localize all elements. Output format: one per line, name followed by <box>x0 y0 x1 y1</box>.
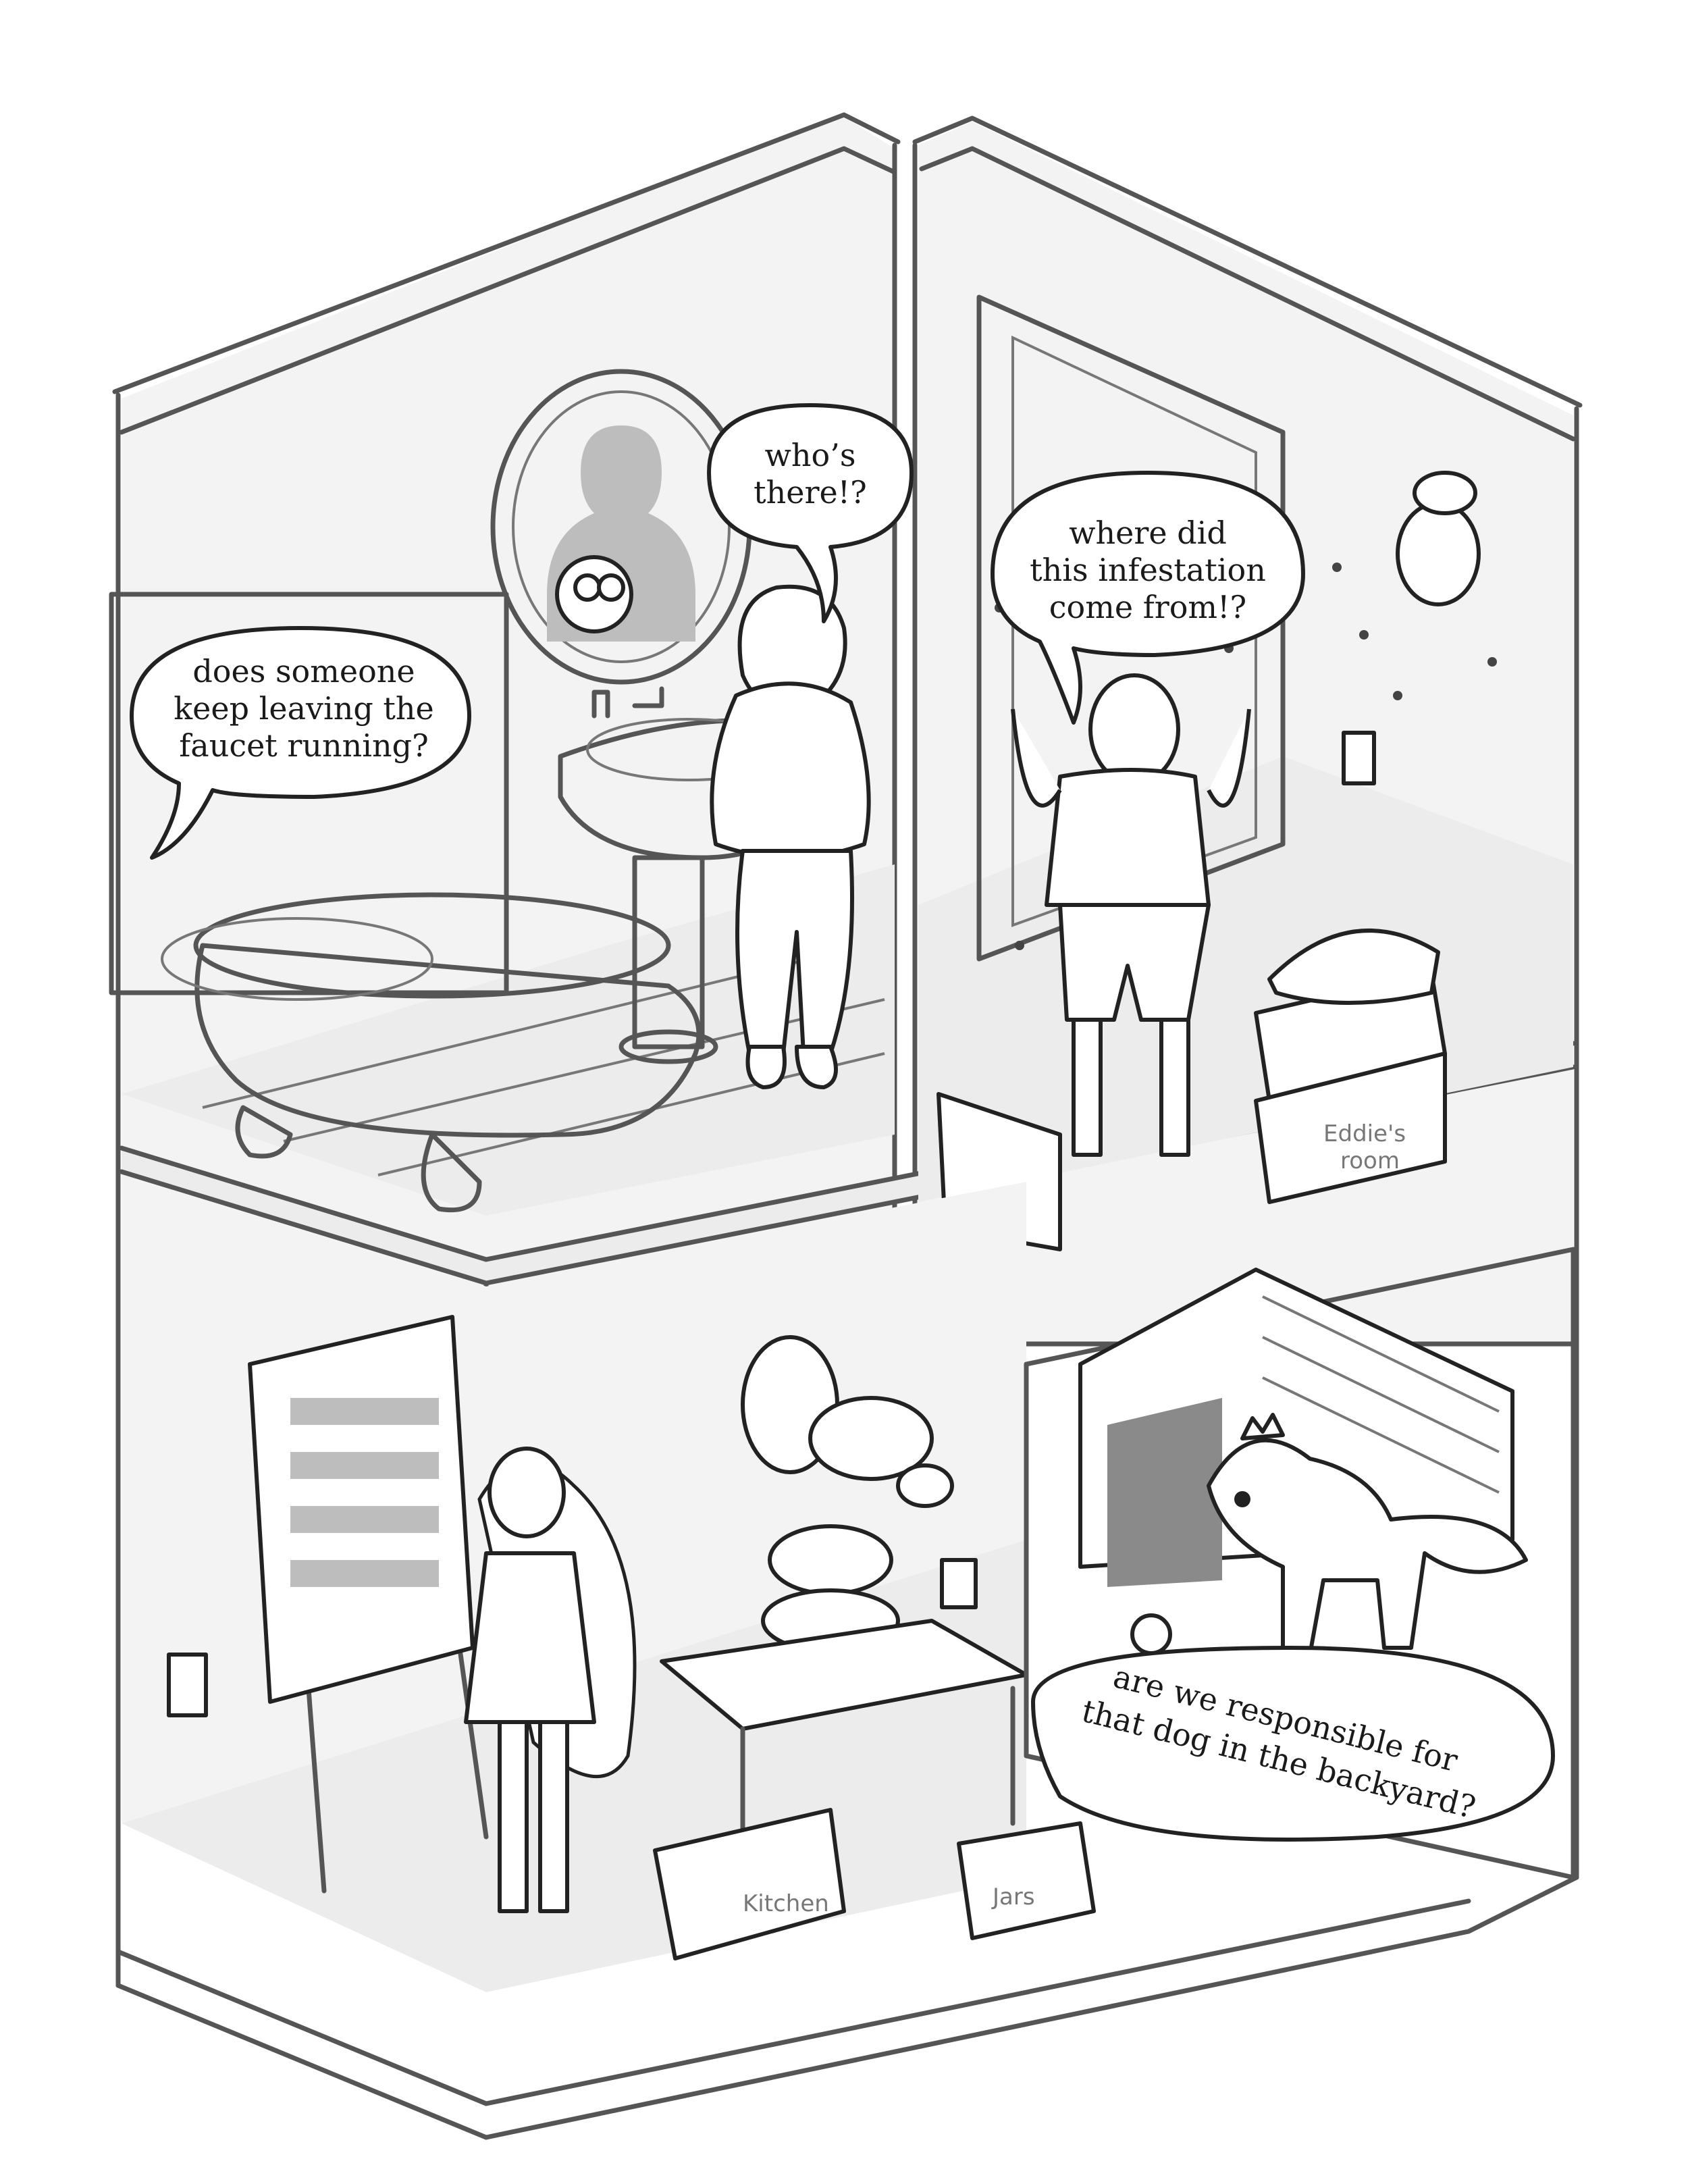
easel-icon <box>248 1315 489 1894</box>
inset-panel-faucet: does someone keep leaving the faucet run… <box>109 592 509 1001</box>
speech-bubble-dog: are we responsible for that dog in the b… <box>1031 1646 1555 1842</box>
woman-character <box>464 1447 637 1913</box>
bubble-infestation-line-2: this infestation <box>1030 552 1266 588</box>
box-label-kitchen: Kitchen <box>743 1890 829 1917</box>
speech-bubble-infestation: where did this infestation come from!? <box>991 471 1305 725</box>
speech-bubble-who-is-there: who’s there!? <box>707 403 914 623</box>
bubble-who-line-1: who’s <box>765 437 856 473</box>
box-label-eddies-1: Eddie's <box>1323 1120 1406 1147</box>
caption-faucet-line-2: keep leaving the <box>174 690 433 727</box>
bathtub-icon <box>193 892 702 1213</box>
dog-character <box>1207 1413 1528 1657</box>
boy-character <box>710 584 871 1089</box>
bubble-infestation-line-3: come from!? <box>1049 589 1246 625</box>
box-label-eddies-2: room <box>1340 1147 1400 1174</box>
caption-faucet-line-1: does someone <box>192 653 415 690</box>
outlet-icon <box>167 1653 208 1717</box>
wall-lamp-icon <box>1396 471 1481 606</box>
door-icon <box>976 294 1286 962</box>
moving-boxes-kitchen: Kitchen Jars <box>653 1808 1096 1960</box>
tennis-ball-icon <box>1130 1613 1172 1655</box>
box-label-jars: Jars <box>991 1883 1035 1910</box>
caption-faucet-line-3: faucet running? <box>179 727 428 764</box>
bubble-who-line-2: there!? <box>754 474 867 511</box>
bathroom: who’s there!? does someone keep leaving … <box>109 369 914 1216</box>
man-character <box>1011 673 1251 1157</box>
crown-icon <box>1240 1413 1285 1440</box>
kitchen: Kitchen Jars <box>122 1175 1096 1992</box>
light-switch-icon <box>1342 731 1376 785</box>
bedroom: where did this infestation come from!? E… <box>918 294 1573 1251</box>
backyard: are we responsible for that dog in the b… <box>1024 1247 1576 1880</box>
moving-boxes-bedroom: Eddie's room <box>937 929 1447 1251</box>
bubble-infestation-line-1: where did <box>1069 515 1227 551</box>
doghouse-icon <box>1078 1268 1514 1587</box>
